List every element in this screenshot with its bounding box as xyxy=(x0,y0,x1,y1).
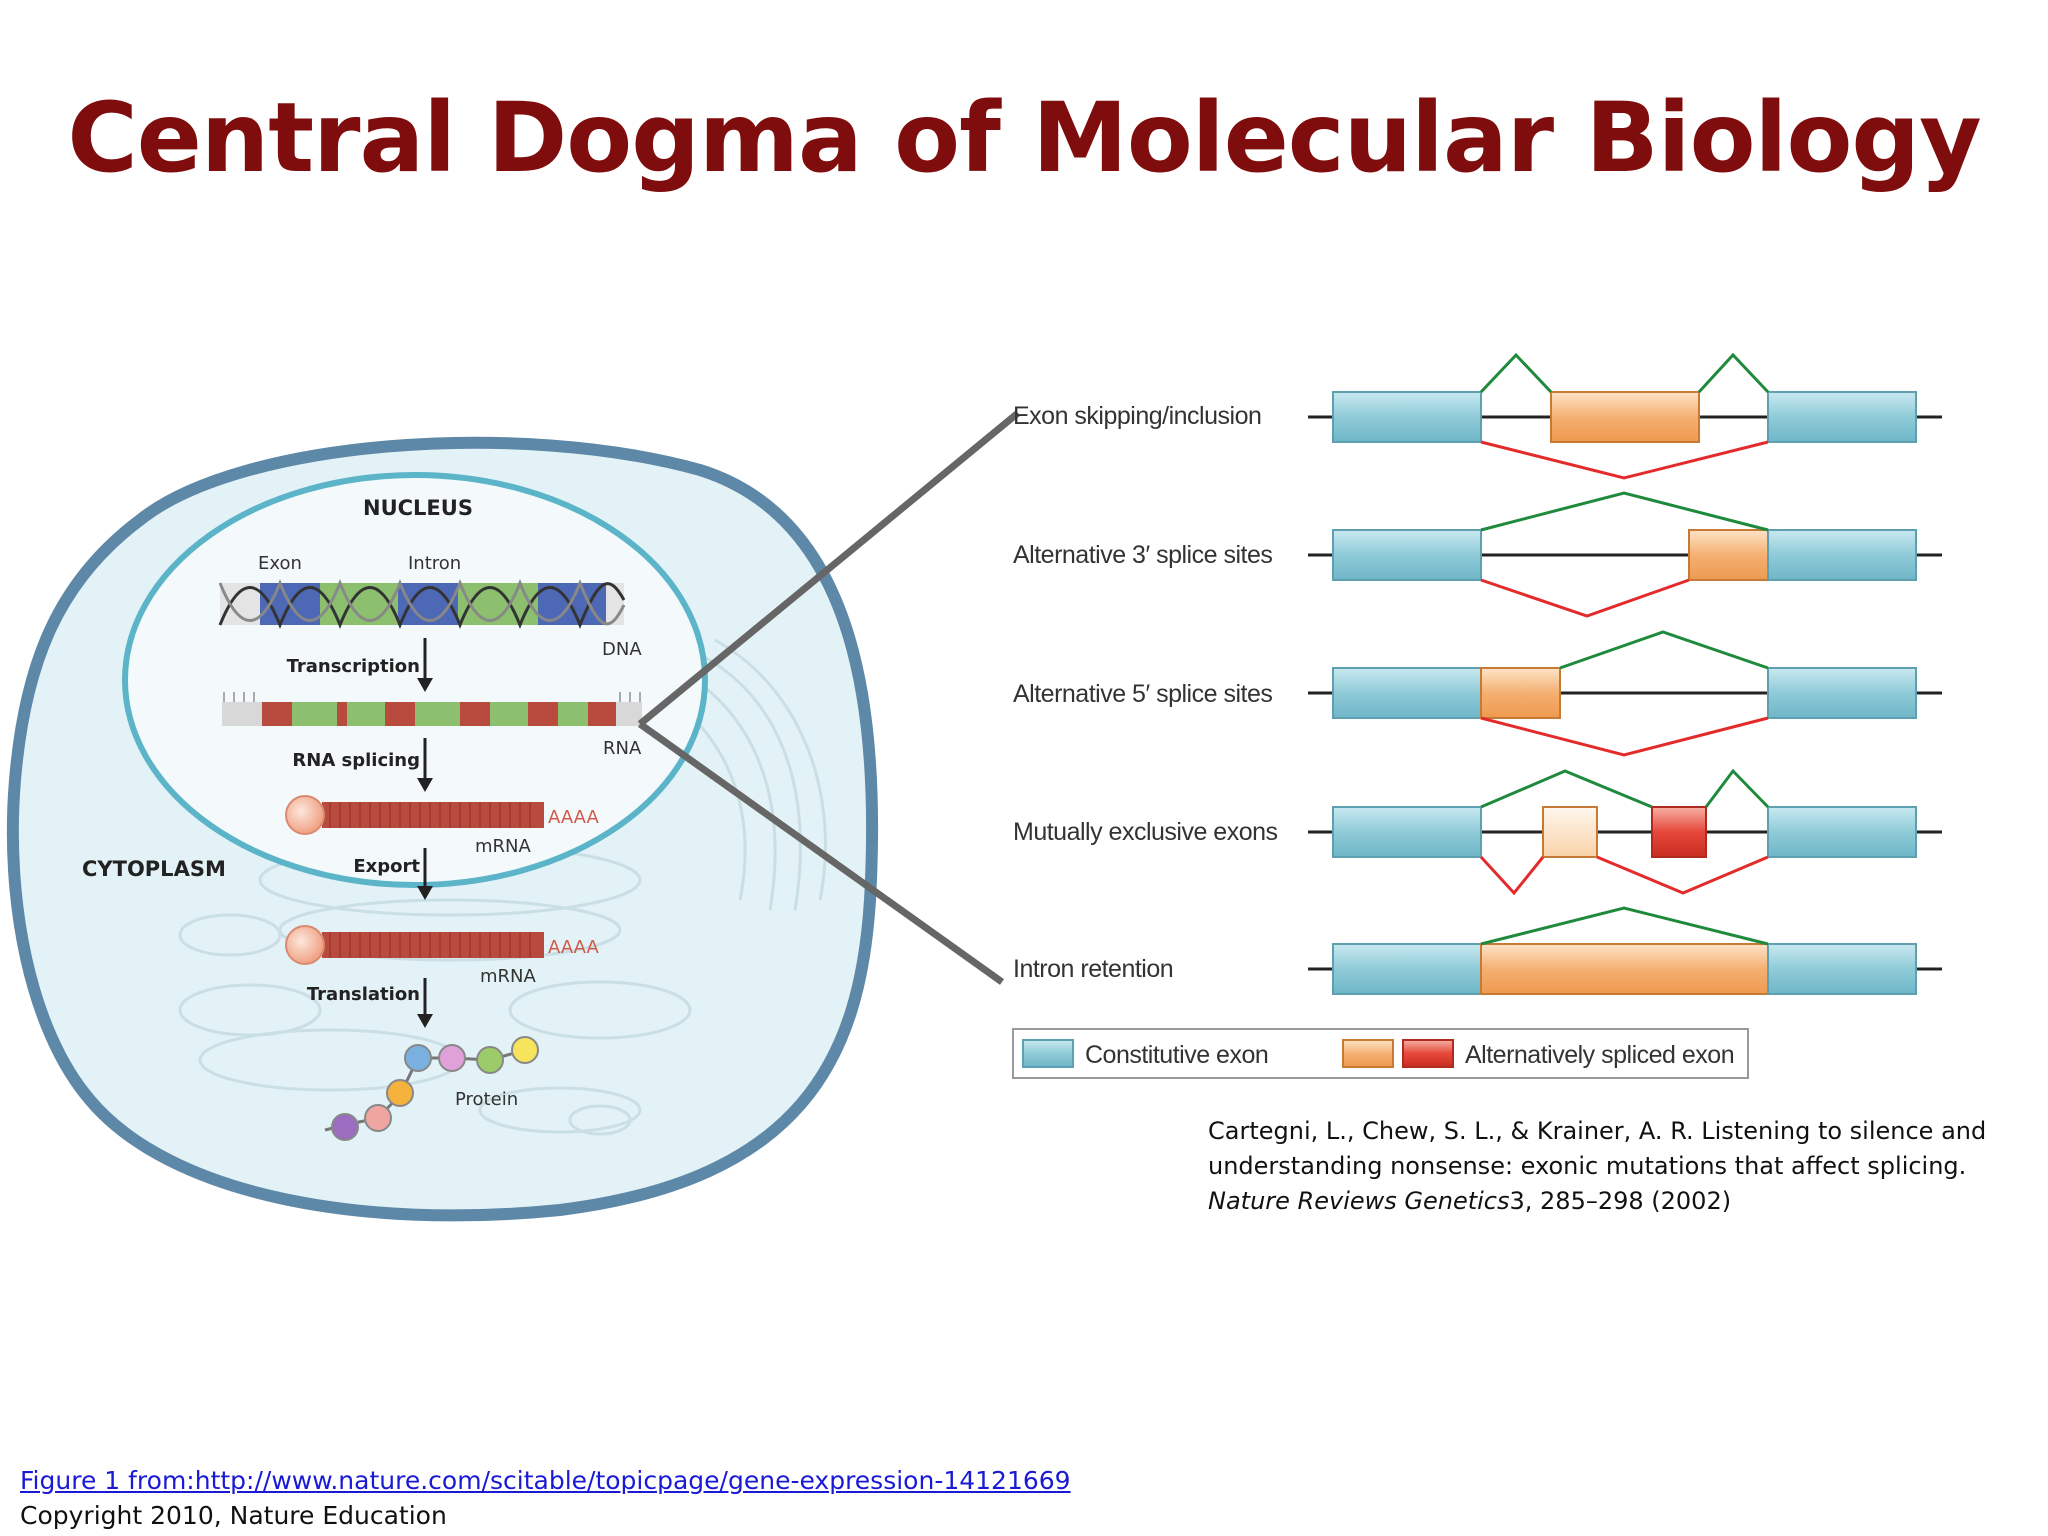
legend-label-alternative: Alternatively spliced exon xyxy=(1465,1041,1734,1069)
citation-volume: 3, 285–298 (2002) xyxy=(1509,1187,1732,1215)
row-mutually-exclusive xyxy=(1308,768,1942,896)
legend-swatch-alt-orange xyxy=(1342,1039,1394,1068)
mrna-label-2: mRNA xyxy=(480,966,537,987)
slide-title: Central Dogma of Molecular Biology xyxy=(67,82,1981,194)
legend-label-constitutive: Constitutive exon xyxy=(1085,1041,1268,1069)
row-label-alt-3: Alternative 3′ splice sites xyxy=(1013,541,1272,569)
citation-journal: Nature Reviews Genetics xyxy=(1208,1187,1510,1215)
row-label-alt-5: Alternative 5′ splice sites xyxy=(1013,680,1272,708)
mrna-label-1: mRNA xyxy=(475,836,532,857)
dna-label: DNA xyxy=(602,639,642,660)
step-export: Export xyxy=(353,856,420,877)
step-rna-splicing: RNA splicing xyxy=(292,750,420,771)
intron-label: Intron xyxy=(408,553,461,574)
cell-illustration xyxy=(6,436,879,1222)
copyright-notice: Copyright 2010, Nature Education xyxy=(20,1501,447,1530)
mrna-1 xyxy=(285,795,544,835)
exon-label: Exon xyxy=(258,553,302,574)
polya-tail-2: AAAA xyxy=(548,937,599,958)
row-alt-5-splice xyxy=(1308,630,1942,757)
cytoplasm-label: CYTOPLASM xyxy=(82,857,226,881)
rna-strand xyxy=(222,692,642,726)
splicing-panel: Exon skipping/inclusion Alternative 3′ s… xyxy=(1012,352,1942,1079)
zoom-callout xyxy=(637,410,1021,985)
citation: Cartegni, L., Chew, S. L., & Krainer, A.… xyxy=(1208,1114,2028,1219)
process-arrows xyxy=(417,638,433,1028)
row-intron-retention xyxy=(1308,906,1942,995)
polya-tail-1: AAAA xyxy=(548,807,599,828)
dna-helix xyxy=(218,578,626,630)
row-alt-3-splice xyxy=(1308,491,1942,618)
rna-label: RNA xyxy=(603,738,642,759)
step-translation: Translation xyxy=(307,984,420,1005)
mrna-2 xyxy=(285,925,544,965)
source-link[interactable]: Figure 1 from:http://www.nature.com/scit… xyxy=(20,1466,1071,1495)
nucleus-label: NUCLEUS xyxy=(363,496,473,520)
citation-text: Cartegni, L., Chew, S. L., & Krainer, A.… xyxy=(1208,1117,1987,1180)
legend-swatch-alt-red xyxy=(1402,1039,1454,1068)
row-label-intron-retention: Intron retention xyxy=(1013,955,1173,983)
protein-label: Protein xyxy=(455,1089,518,1110)
legend: Constitutive exon Alternatively spliced … xyxy=(1012,1028,1749,1079)
step-transcription: Transcription xyxy=(287,656,420,677)
legend-swatch-constitutive xyxy=(1022,1039,1074,1068)
row-label-exon-skipping: Exon skipping/inclusion xyxy=(1013,402,1261,430)
nucleus xyxy=(122,472,708,888)
row-label-mutually-exclusive: Mutually exclusive exons xyxy=(1013,818,1278,846)
organelle-decorations xyxy=(178,638,827,1136)
row-exon-skipping xyxy=(1308,352,1942,480)
protein-chain xyxy=(324,1036,539,1141)
